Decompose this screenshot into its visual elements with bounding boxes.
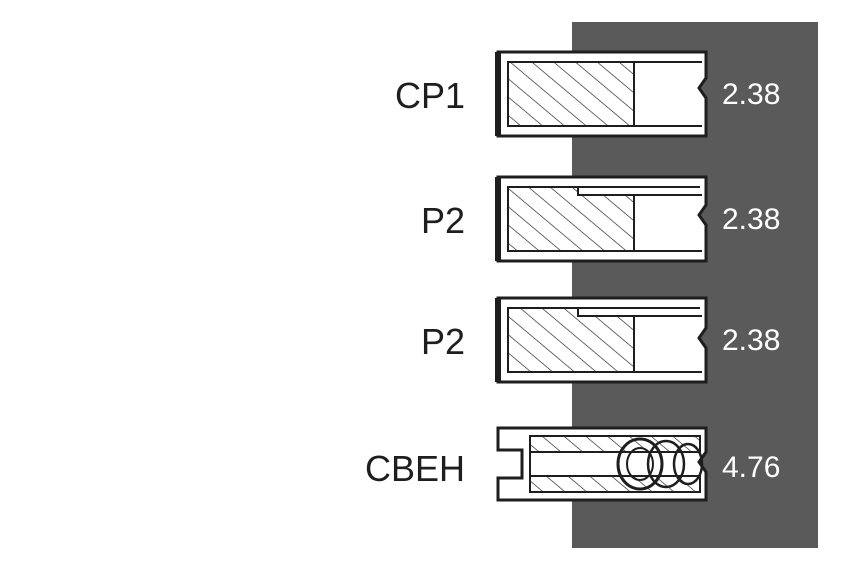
ring-width-value-4: 4.76 [722, 451, 781, 484]
ring-cross-section-2 [495, 175, 708, 263]
ring-width-value-3: 2.38 [722, 324, 781, 357]
ring-width-value-1: 2.38 [722, 78, 781, 111]
ring-label-4: СВЕН [364, 448, 465, 489]
ring-cross-section-4 [496, 426, 708, 502]
ring-label-1: СР1 [394, 75, 465, 116]
ring-label-3: Р2 [420, 321, 465, 362]
ring-cross-section-1 [495, 50, 708, 138]
ring-width-value-2: 2.38 [722, 203, 781, 236]
ring-label-2: Р2 [420, 200, 465, 241]
ring-cross-section-3 [495, 296, 708, 384]
